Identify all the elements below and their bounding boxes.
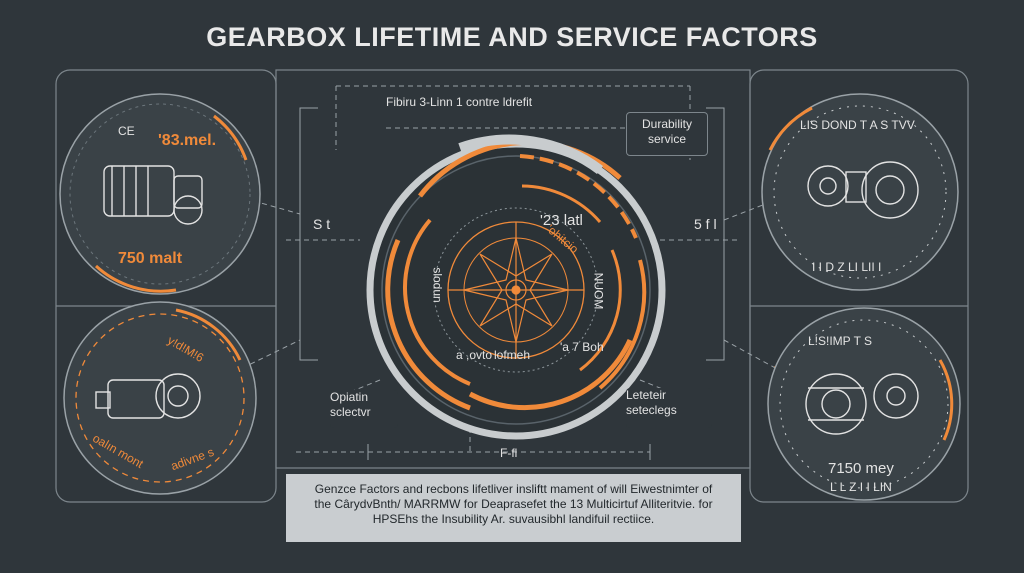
bottom-left-circle [63, 301, 257, 495]
top-right-ring-text: LIS DOND T A S TVV [800, 118, 915, 132]
durability-box-line-2: service [647, 132, 686, 146]
bottom-right-circle [767, 307, 961, 501]
center-guides [286, 85, 740, 453]
ring-left-text: slodun [430, 267, 445, 303]
durability-box: Durability service [626, 112, 708, 156]
ring-bottom-left-text: a ,ovto [456, 348, 493, 362]
center-value: '23 latl [540, 212, 583, 229]
top-left-value-top: '83.mel. [158, 132, 217, 149]
top-left-ring-text: CE [118, 124, 135, 138]
top-left-circle [59, 93, 261, 295]
left-marker: S t [313, 216, 331, 232]
gearbox-icon [103, 165, 203, 225]
ring-right-text: NUOM [591, 272, 606, 310]
center-header: Fibiru 3-Linn 1 contre ldrefit [386, 95, 533, 109]
compass-star [448, 222, 584, 358]
page-title: GEARBOX LIFETIME AND SERVICE FACTORS [206, 22, 818, 52]
ring-bottom-right-text: 'a 7 Boh [560, 340, 604, 354]
top-right-ring-text-bottom: I I D Z LI LII I [812, 260, 882, 274]
description-note: Genzce Factors and recbons lifetliver in… [286, 474, 741, 542]
bottom-left-box: Opiatin sclectvr [330, 390, 398, 428]
durability-box-line-1: Durability [641, 117, 692, 131]
bottom-left-box-line-2: sclectvr [330, 405, 371, 419]
gearbox-icon [805, 373, 919, 435]
top-right-circle [761, 93, 959, 291]
center-brackets [299, 107, 725, 460]
bottom-marker: F-fl [500, 446, 518, 460]
bottom-right-ring-text-bottom: L L Z I I LIN [830, 480, 892, 494]
bottom-right-box: Leteteir seteclegs [626, 388, 712, 428]
bottom-right-value: 7150 mey [828, 460, 894, 477]
gearbox-icon [95, 373, 201, 419]
bottom-left-box-line-1: Opiatin [330, 390, 369, 404]
right-marker: 5 f l [694, 216, 717, 232]
right-panel-frame [749, 69, 969, 503]
bottom-right-ring-text-top: L!S!IMP T S [808, 334, 873, 348]
bottom-right-box-line-1: Leteteir [626, 388, 667, 402]
note-line-1: Genzce Factors and recbons lifetliver in… [314, 482, 713, 496]
gearbox-icon [807, 161, 919, 219]
ring-bottom-text: lofmeh [494, 348, 531, 362]
bottom-right-box-line-2: seteclegs [626, 403, 677, 417]
note-line-2: the CârydvBnth/ MARRMW for Deaprasefet t… [314, 497, 713, 511]
note-line-3: HPSEhs the Insubility Ar. suvausibhl lan… [372, 512, 655, 526]
top-left-value-bottom: 750 malt [118, 250, 183, 267]
